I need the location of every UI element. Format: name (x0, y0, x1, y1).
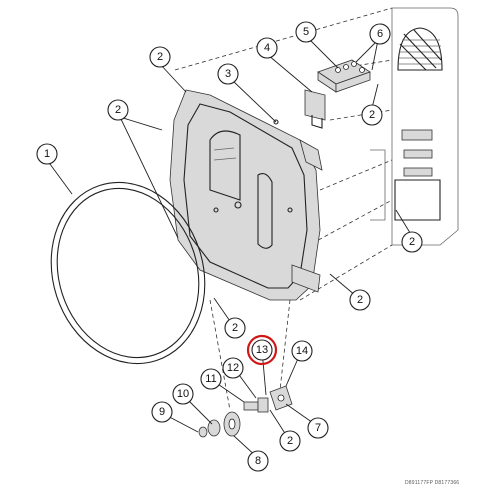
highlight-ring (246, 334, 278, 366)
callout-3: 2 (149, 46, 171, 68)
bracket-part-5 (304, 89, 326, 129)
callout-2-right-mid: 2 (401, 231, 423, 253)
seal-ring-part-1 (50, 181, 206, 365)
callout-13-label: 12 (227, 362, 239, 374)
callout-6-label: 5 (303, 26, 309, 38)
callout-1-label: 1 (44, 148, 50, 160)
callout-7-label: 6 (377, 28, 383, 40)
callout-2-label: 2 (357, 294, 363, 306)
terminal-block-part-6 (317, 59, 371, 93)
callout-2-left: 2 (107, 99, 129, 121)
callout-5-label: 4 (264, 42, 270, 54)
callout-2-label: 2 (232, 322, 238, 334)
cabinet-frame (174, 7, 459, 301)
vent-grille (397, 27, 443, 71)
callout-4-label: 3 (225, 68, 231, 80)
callout-13: 12 (222, 357, 244, 379)
callout-2-right-top: 2 (361, 104, 383, 126)
callout-11-label: 10 (177, 388, 189, 400)
callout-2-label: 2 (287, 435, 293, 447)
callout-14-highlighted: 13 (246, 334, 278, 366)
callout-2-right-low: 2 (349, 289, 371, 311)
callout-14-label: 13 (256, 344, 268, 356)
screw-part-4 (231, 79, 279, 125)
callout-8-label: 7 (315, 422, 321, 434)
callout-11: 10 (172, 383, 194, 405)
callout-5: 4 (256, 37, 278, 59)
callout-9-label: 8 (255, 455, 261, 467)
bulkhead-part-3 (169, 89, 323, 301)
callout-2-label: 2 (409, 236, 415, 248)
reference-code: D891177FP D8177366 (405, 480, 460, 486)
callout-12: 11 (200, 368, 222, 390)
callout-7: 6 (369, 23, 391, 45)
bearing-assembly (198, 299, 293, 438)
callout-2-bottom: 2 (279, 430, 301, 452)
cabinet-brackets (370, 129, 441, 221)
callout-15-label: 14 (296, 345, 308, 357)
callout-9: 8 (247, 450, 269, 472)
callout-8: 7 (307, 417, 329, 439)
callout-4: 3 (217, 63, 239, 85)
callout-12-label: 11 (205, 373, 216, 385)
callout-10-label: 9 (159, 406, 165, 418)
callout-6: 5 (295, 21, 317, 43)
callout-2-label: 2 (115, 104, 121, 116)
callout-15: 14 (291, 340, 313, 362)
callout-2-bottom-left: 2 (224, 317, 246, 339)
callout-3-label: 2 (157, 51, 163, 63)
callout-1: 1 (36, 143, 58, 165)
callout-2-label: 2 (369, 109, 375, 121)
callout-10: 9 (151, 401, 173, 423)
